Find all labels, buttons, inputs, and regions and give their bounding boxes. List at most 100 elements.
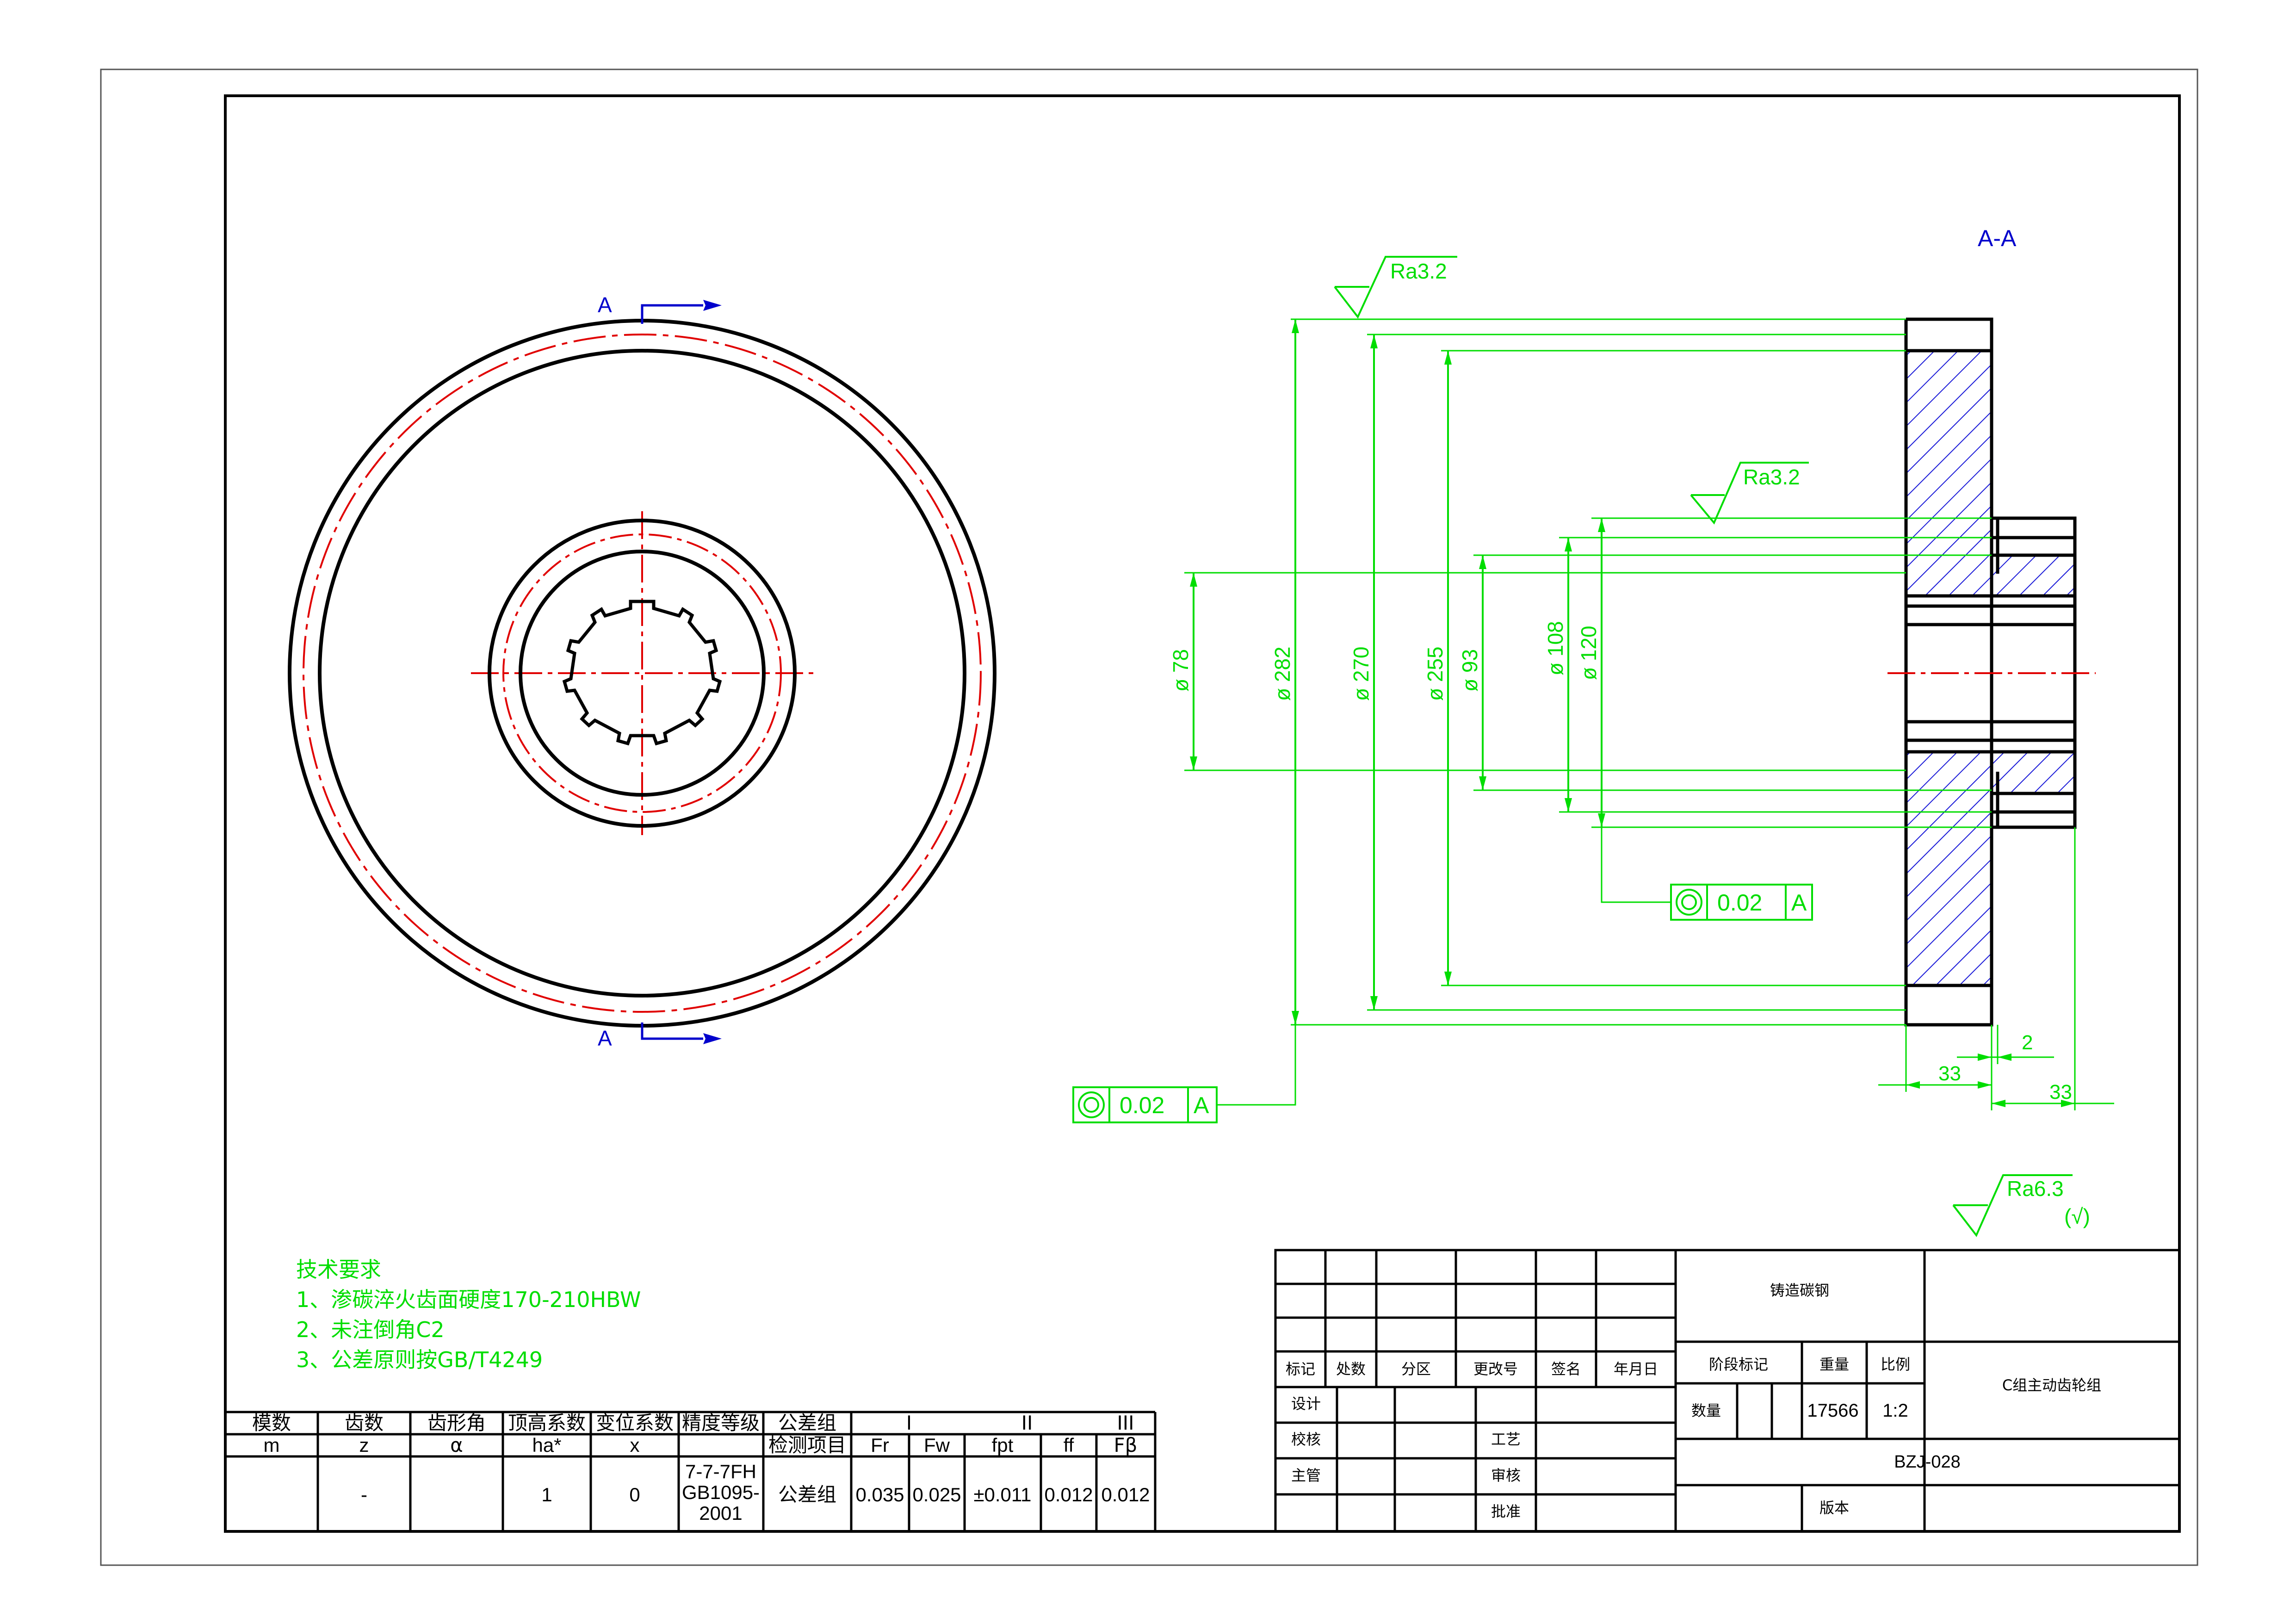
section-line-bottom — [641, 1022, 703, 1040]
svg-text:精度等级: 精度等级 — [682, 1412, 760, 1434]
svg-text:0: 0 — [629, 1484, 640, 1505]
title-block: 铸造碳钢 标记 处数 分区 更改号 签名 年月日 设计 校核 主管 工艺 审核 … — [1274, 1249, 2181, 1533]
outer-border — [100, 68, 2198, 1566]
roughness-top: Ra3.2 — [1390, 259, 1447, 283]
svg-text:z: z — [359, 1434, 369, 1456]
section-label-bottom: A — [598, 1026, 612, 1050]
dim-33-right: 33 — [2049, 1081, 2072, 1103]
front-view: A A — [288, 293, 996, 1050]
inner-border — [224, 94, 2181, 1533]
svg-text:7-7-7FH: 7-7-7FH — [685, 1461, 756, 1482]
concentricity-icon — [1078, 1091, 1105, 1118]
roughness-general-note: (√) — [2064, 1204, 2090, 1228]
gear-web-upper — [1906, 351, 1992, 596]
dim-108: ø 108 — [1543, 621, 1567, 675]
hub-pitch-circle — [502, 533, 782, 813]
svg-text:顶高系数: 顶高系数 — [508, 1412, 586, 1434]
svg-text:分区: 分区 — [1401, 1360, 1431, 1378]
svg-text:模数: 模数 — [252, 1412, 291, 1434]
roughness-mid: Ra3.2 — [1743, 465, 1800, 489]
svg-text:II: II — [1021, 1412, 1033, 1434]
svg-text:±0.011: ±0.011 — [973, 1484, 1031, 1505]
pitch-circle — [303, 334, 982, 1013]
dim-78: ø 78 — [1169, 649, 1193, 692]
svg-text:版本: 版本 — [1819, 1499, 1849, 1517]
section-arrowhead-top — [703, 300, 722, 311]
svg-text:0.025: 0.025 — [912, 1484, 961, 1505]
svg-text:处数: 处数 — [1336, 1360, 1366, 1378]
svg-text:A: A — [1791, 890, 1807, 916]
svg-text:GB1095-: GB1095- — [682, 1481, 760, 1503]
roughness-symbol-mid — [1690, 462, 1809, 525]
svg-text:重量: 重量 — [1819, 1356, 1849, 1373]
svg-text:III: III — [1117, 1412, 1134, 1434]
svg-text:I: I — [906, 1412, 912, 1434]
roughness-general: Ra6.3 — [2007, 1177, 2064, 1201]
svg-text:Fw: Fw — [924, 1434, 950, 1456]
material: 铸造碳钢 — [1770, 1282, 1829, 1299]
svg-text:ff: ff — [1064, 1434, 1074, 1456]
tech-req-item-2: 2、未注倒角C2 — [296, 1317, 445, 1342]
svg-text:ha*: ha* — [532, 1434, 561, 1456]
svg-text:批准: 批准 — [1491, 1503, 1521, 1520]
section-arrowhead-bottom — [703, 1033, 722, 1044]
tech-req-title: 技术要求 — [296, 1257, 381, 1282]
svg-text:审核: 审核 — [1491, 1467, 1521, 1484]
svg-text:fpt: fpt — [992, 1434, 1014, 1456]
svg-text:标记: 标记 — [1286, 1360, 1315, 1378]
svg-text:数量: 数量 — [1691, 1402, 1721, 1419]
svg-text:比例: 比例 — [1881, 1356, 1910, 1373]
tech-req-item-3: 3、公差原则按GB/T4249 — [296, 1347, 543, 1372]
root-circle — [318, 349, 966, 997]
section-title: A-A — [1978, 225, 2017, 251]
roughness-symbol-top — [1334, 256, 1457, 319]
svg-text:-: - — [361, 1484, 367, 1505]
dim-33-left: 33 — [1938, 1062, 1961, 1085]
tech-requirements: 技术要求 1、渗碳淬火齿面硬度170-210HBW 2、未注倒角C2 3、公差原… — [296, 1257, 641, 1372]
hub-lower — [1992, 752, 2075, 793]
tolerance-frame-1: 0.02 A — [1072, 1086, 1218, 1123]
svg-text:Fr: Fr — [871, 1434, 889, 1456]
svg-text:Fβ: Fβ — [1114, 1434, 1138, 1456]
hub-outer-circle — [488, 519, 797, 828]
hub-inner-circle — [519, 550, 766, 797]
svg-text:校核: 校核 — [1291, 1431, 1321, 1448]
svg-text:变位系数: 变位系数 — [596, 1412, 674, 1434]
dim-2: 2 — [2022, 1031, 2033, 1054]
svg-text:0.02: 0.02 — [1120, 1092, 1164, 1118]
gear-table: 模数 齿数 齿形角 顶高系数 变位系数 精度等级 公差组 I II III m … — [225, 1411, 1157, 1531]
drawing-number: BZJ-028 — [1894, 1452, 1961, 1472]
svg-text:0.012: 0.012 — [1044, 1484, 1093, 1505]
section-line-top — [641, 304, 703, 324]
svg-text:工艺: 工艺 — [1491, 1431, 1521, 1448]
svg-text:公差组: 公差组 — [778, 1483, 836, 1506]
section-label-top: A — [598, 293, 612, 317]
svg-text:年月日: 年月日 — [1614, 1360, 1658, 1378]
dim-270: ø 270 — [1349, 646, 1373, 701]
weight-value: 17566 — [1807, 1400, 1858, 1421]
gear-web-lower — [1906, 752, 1992, 985]
svg-text:检测项目: 检测项目 — [768, 1434, 846, 1456]
tolerance-frame-2: 0.02 A — [1670, 884, 1813, 921]
svg-text:齿形角: 齿形角 — [427, 1412, 486, 1434]
svg-text:公差组: 公差组 — [778, 1412, 836, 1434]
svg-text:x: x — [630, 1434, 640, 1456]
hub-upper — [1992, 555, 2075, 596]
tech-req-item-1: 1、渗碳淬火齿面硬度170-210HBW — [296, 1287, 641, 1312]
dim-120: ø 120 — [1577, 626, 1601, 680]
svg-text:1: 1 — [541, 1484, 552, 1505]
concentricity-icon — [1676, 889, 1702, 916]
svg-text:签名: 签名 — [1551, 1360, 1581, 1378]
svg-text:齿数: 齿数 — [345, 1412, 384, 1434]
svg-text:2001: 2001 — [699, 1502, 742, 1524]
svg-text:α: α — [450, 1434, 463, 1456]
section-view: A-A — [1072, 225, 2114, 1237]
roughness-symbol-general — [1952, 1174, 2073, 1237]
spline-bore — [562, 600, 722, 746]
svg-text:0.02: 0.02 — [1717, 890, 1762, 916]
dim-255: ø 255 — [1423, 646, 1447, 701]
scale-value: 1:2 — [1882, 1400, 1908, 1421]
outer-circle — [288, 319, 996, 1028]
svg-text:A: A — [1194, 1092, 1209, 1118]
